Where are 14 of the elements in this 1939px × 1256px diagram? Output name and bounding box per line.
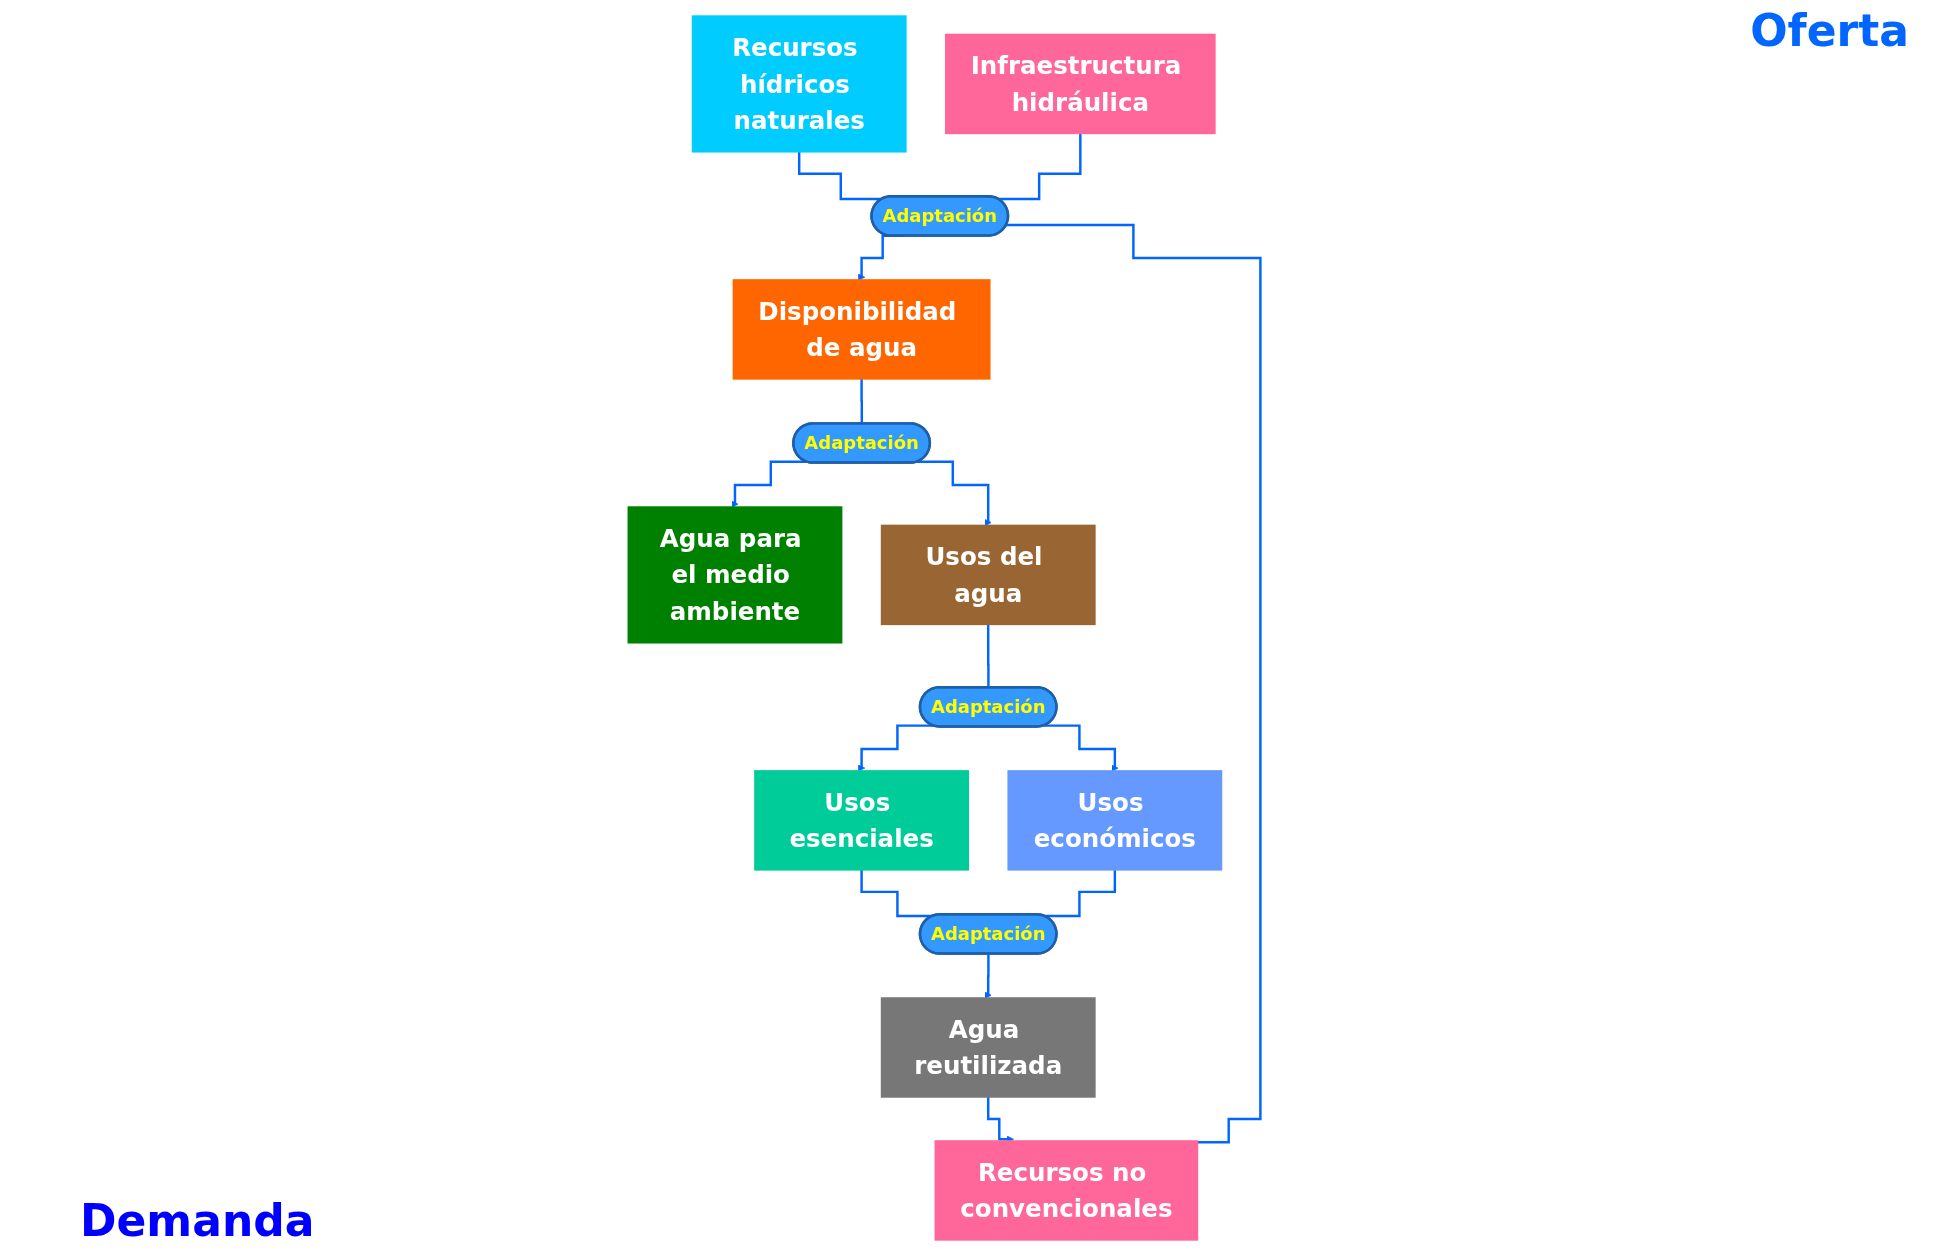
node-box: Recursos hídricos naturales bbox=[692, 15, 908, 153]
node-box: Usos esenciales bbox=[754, 770, 970, 871]
node-box: Agua para el medio ambiente bbox=[627, 506, 843, 644]
node-box: Recursos no convencionales bbox=[934, 1140, 1199, 1241]
region-label: Oferta bbox=[1750, 5, 1909, 56]
node-box: Agua reutilizada bbox=[881, 997, 1097, 1098]
node-box: Usos del agua bbox=[881, 524, 1097, 626]
node-box: Infraestructura hidráulica bbox=[945, 33, 1217, 135]
connector bbox=[1006, 223, 1263, 1144]
node-box: Disponibilidad de agua bbox=[733, 279, 991, 380]
region-label: Demanda bbox=[80, 1195, 315, 1246]
node-box: Usos económicos bbox=[1007, 770, 1223, 871]
arrow bbox=[1044, 724, 1119, 772]
arrow bbox=[858, 724, 934, 772]
